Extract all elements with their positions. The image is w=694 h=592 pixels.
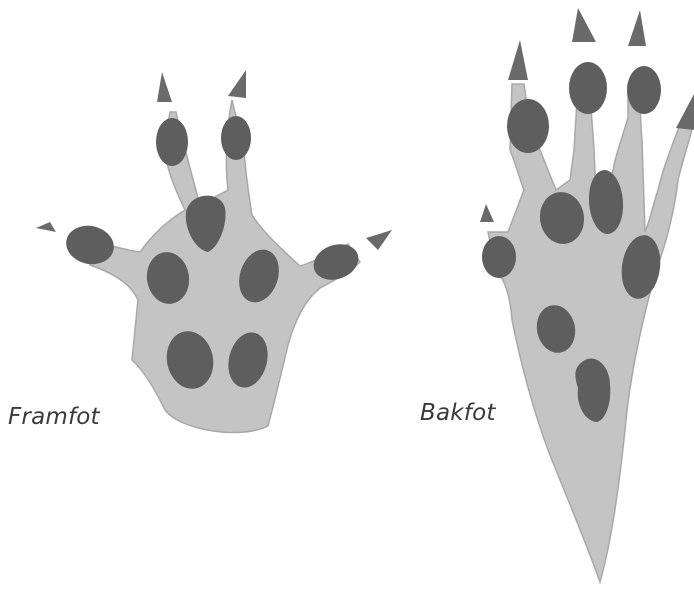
hind-toe-pad-1 bbox=[507, 99, 549, 153]
front-foot bbox=[36, 70, 392, 433]
hind-foot-label: Bakfot bbox=[420, 400, 496, 426]
hind-claw-3 bbox=[628, 10, 646, 46]
hind-claw-4 bbox=[676, 94, 694, 130]
hind-claw-1 bbox=[508, 40, 528, 80]
hind-toe-pad-3 bbox=[627, 66, 661, 114]
hind-foot bbox=[480, 8, 694, 582]
hind-claw-5 bbox=[480, 204, 494, 222]
front-toe-pad-1 bbox=[156, 118, 188, 166]
front-claw-4 bbox=[366, 230, 392, 250]
front-toe-pad-2 bbox=[221, 116, 251, 160]
hind-toe-pad-4 bbox=[482, 236, 516, 278]
hind-foot-outline bbox=[488, 84, 692, 582]
front-foot-label: Framfot bbox=[8, 404, 100, 430]
front-claw-3 bbox=[36, 222, 56, 232]
hind-toe-pad-2 bbox=[569, 62, 607, 114]
hind-claw-2 bbox=[572, 8, 596, 42]
front-claw-1 bbox=[157, 72, 172, 102]
front-claw-2 bbox=[228, 70, 246, 98]
